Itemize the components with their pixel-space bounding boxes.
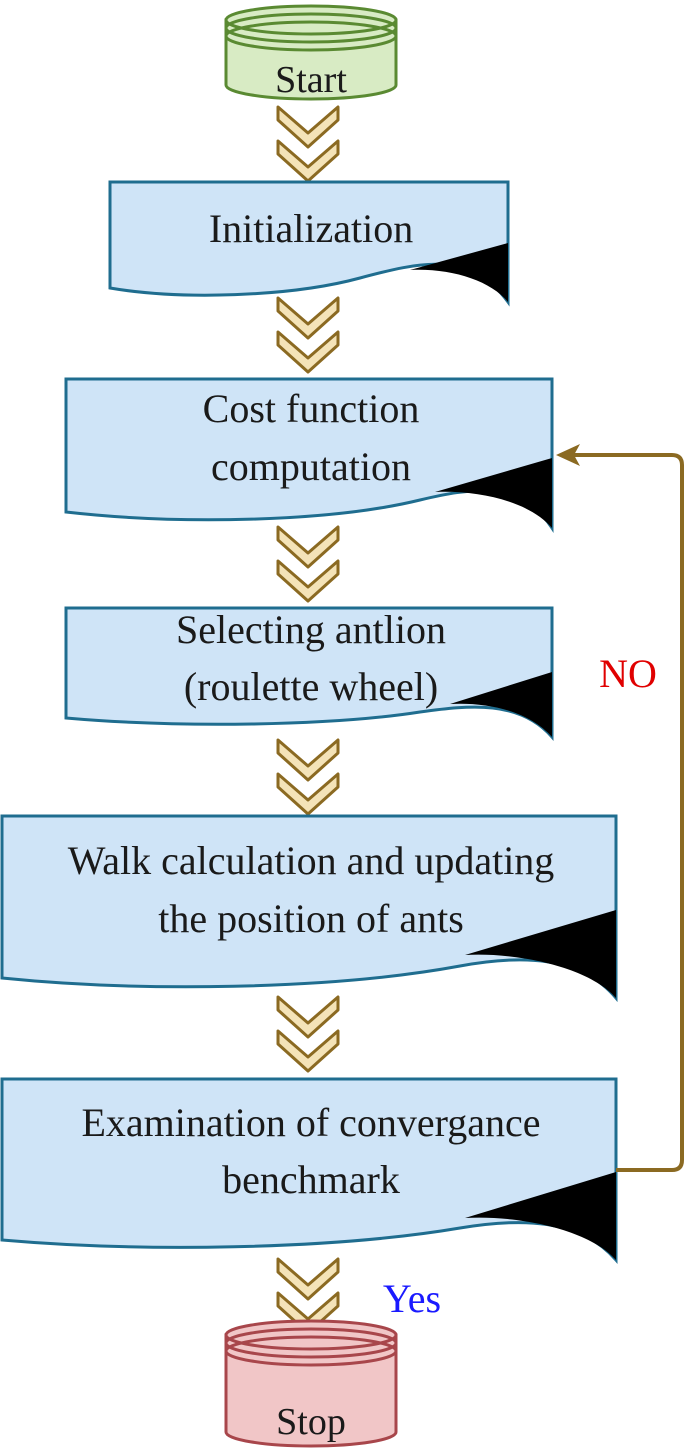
- step-label-line: Selecting antlion: [176, 607, 446, 652]
- yes-label: Yes: [383, 1276, 441, 1321]
- step-walk-calculation: Walk calculation and updating the positi…: [0, 814, 618, 1003]
- start-terminal: Start: [224, 4, 398, 101]
- stop-terminal: Stop: [224, 1319, 398, 1448]
- folded-corner: [465, 910, 616, 998]
- step-label-line: (roulette wheel): [184, 664, 438, 709]
- step-label-line: benchmark: [222, 1157, 400, 1202]
- double-chevron-down-icon: [276, 525, 340, 603]
- double-chevron-down-icon: [276, 105, 340, 183]
- double-chevron-down-icon: [276, 738, 340, 816]
- step-initialization: Initialization: [108, 180, 510, 307]
- no-label: NO: [599, 651, 657, 696]
- step-selecting-antlion: Selecting antlion (roulette wheel): [64, 606, 554, 742]
- step-label-line: Examination of convergance: [81, 1100, 540, 1145]
- stop-cylinder-ring: [224, 1327, 398, 1359]
- folded-corner: [450, 672, 552, 737]
- no-loop-arrow: [556, 444, 684, 1172]
- step-label-line: Cost function: [203, 386, 420, 431]
- loop-line: [574, 453, 684, 1172]
- double-chevron-down-icon: [276, 296, 340, 374]
- folded-corner: [435, 458, 552, 528]
- step-examination: Examination of convergance benchmark: [0, 1077, 618, 1265]
- step-label-line: Initialization: [209, 206, 413, 251]
- start-label: Start: [275, 59, 347, 101]
- arrowhead-left-icon: [556, 444, 580, 466]
- start-cylinder-ring: [224, 20, 398, 52]
- start-cylinder-top: [224, 4, 398, 36]
- step-cost-function: Cost function computation: [64, 377, 554, 533]
- folded-corner: [465, 1172, 616, 1260]
- stop-label: Stop: [276, 1401, 346, 1443]
- stop-cylinder-top: [224, 1319, 398, 1351]
- step-label-line: Walk calculation and updating: [68, 838, 555, 883]
- step-label-line: computation: [211, 444, 411, 489]
- stop-cylinder-ring: [224, 1335, 398, 1367]
- start-cylinder-ring: [224, 12, 398, 44]
- double-chevron-down-icon: [276, 995, 340, 1073]
- folded-corner: [410, 243, 508, 302]
- step-label-line: the position of ants: [158, 896, 464, 941]
